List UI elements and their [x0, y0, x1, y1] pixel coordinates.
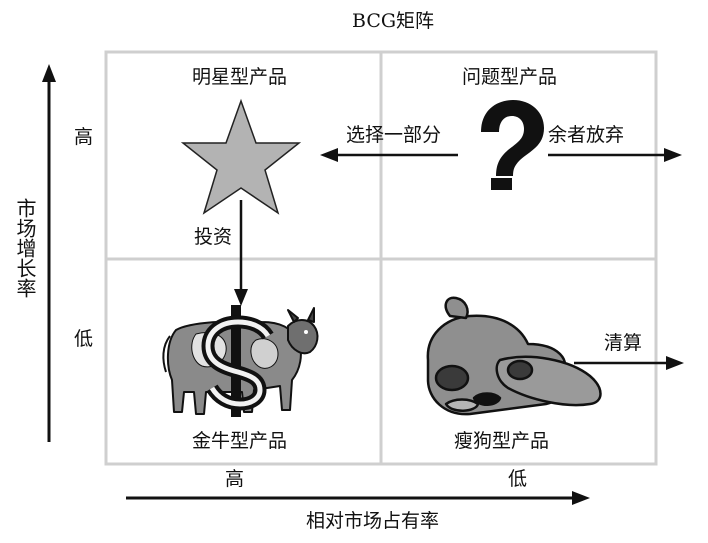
x-axis-low: 低: [508, 468, 528, 490]
y-axis-label: 市场增长率: [13, 198, 37, 298]
quadrant-dog-label: 瘦狗型产品: [454, 430, 550, 452]
abandon-rest-label: 余者放弃: [548, 124, 625, 146]
invest-label: 投资: [194, 226, 233, 248]
x-axis-label: 相对市场占有率: [306, 510, 440, 532]
y-axis-low: 低: [74, 328, 94, 350]
sleeping-dog-icon: [426, 296, 602, 416]
quadrant-question-label: 问题型产品: [462, 66, 558, 88]
question-mark-icon: [481, 100, 544, 190]
liquidate-label: 清算: [604, 332, 643, 354]
x-axis-arrow: [126, 491, 590, 505]
dollar-sign-icon: [201, 305, 274, 417]
x-axis-high: 高: [225, 468, 245, 490]
invest-arrow: [234, 200, 248, 306]
y-axis-arrow: [42, 64, 56, 442]
quadrant-cow-label: 金牛型产品: [192, 430, 288, 452]
matrix-grid: [104, 50, 658, 466]
diagram-title: BCG矩阵: [352, 10, 435, 32]
liquidate-arrow: [574, 356, 684, 370]
star-icon: [180, 98, 302, 215]
select-part-label: 选择一部分: [346, 124, 442, 146]
quadrant-star-label: 明星型产品: [192, 66, 288, 88]
select-part-arrow: [320, 148, 458, 162]
y-axis-high: 高: [74, 126, 94, 148]
abandon-rest-arrow: [548, 148, 682, 162]
